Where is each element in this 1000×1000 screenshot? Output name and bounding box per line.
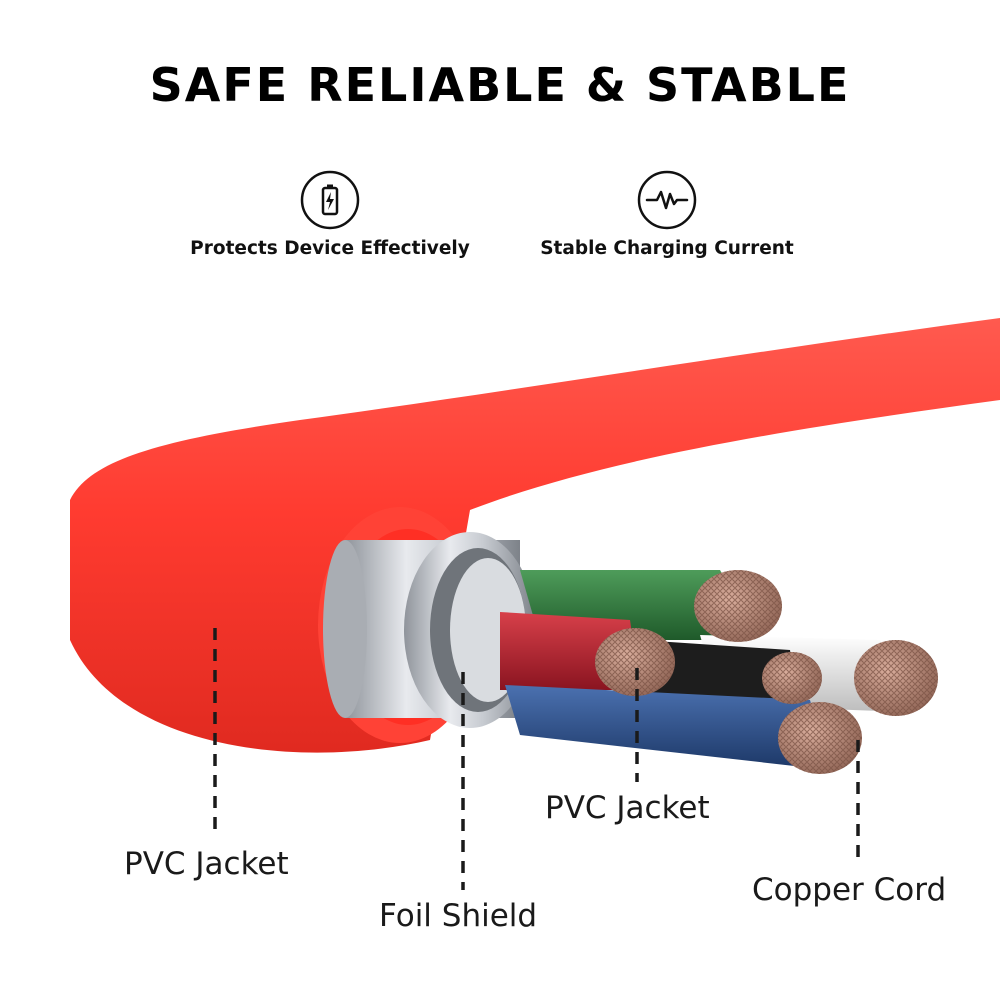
callout-leader-lines (213, 628, 860, 890)
headline: SAFE RELIABLE & STABLE (149, 58, 851, 112)
feature-label: Protects Device Effectively (190, 238, 470, 259)
feature-stable-current: Stable Charging Current (507, 170, 827, 259)
waveform-icon (637, 170, 697, 230)
callout-pvc-jacket-inner: PVC Jacket (545, 790, 710, 826)
battery-bolt-icon (300, 170, 360, 230)
feature-protects-device: Protects Device Effectively (170, 170, 490, 259)
copper-cord-ends (595, 570, 938, 774)
callout-foil-shield: Foil Shield (379, 898, 538, 934)
callout-pvc-jacket-outer: PVC Jacket (124, 846, 289, 882)
feature-label: Stable Charging Current (540, 238, 794, 259)
callout-copper-cord: Copper Cord (752, 872, 947, 908)
